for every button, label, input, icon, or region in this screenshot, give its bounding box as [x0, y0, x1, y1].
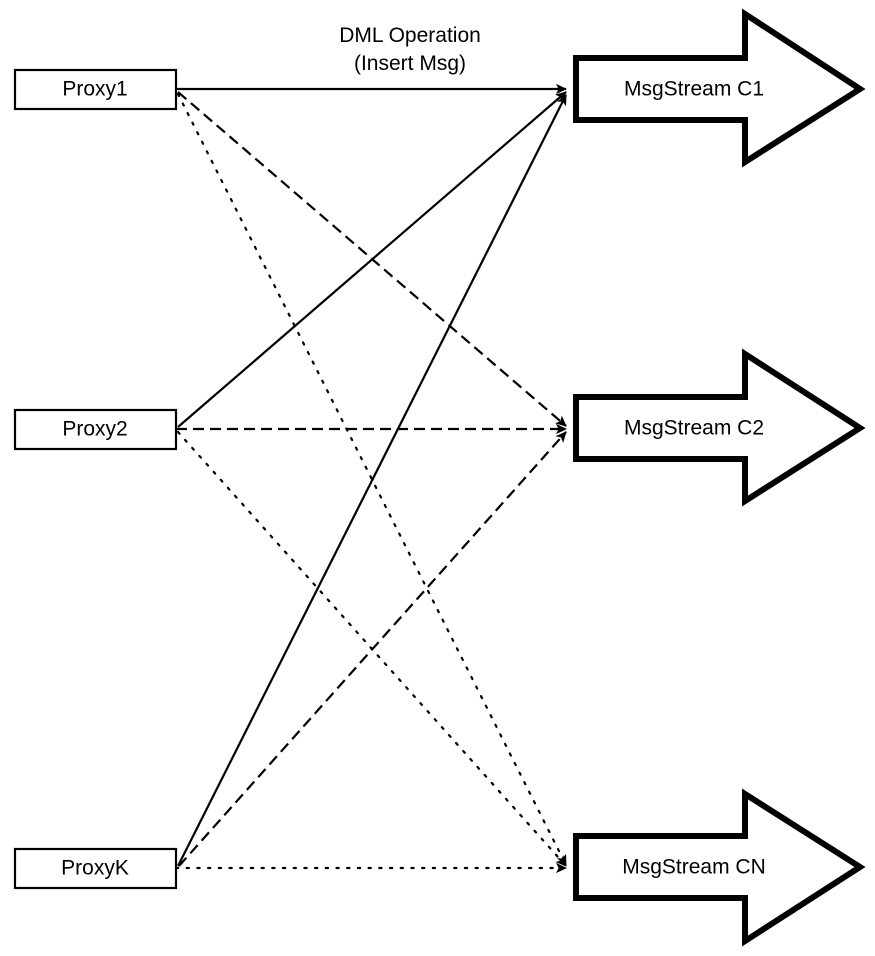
proxy1-label: Proxy1 [62, 78, 127, 101]
msgstream-cn-label: MsgStream CN [622, 856, 766, 879]
edge-proxyk-to-c2 [178, 431, 567, 867]
msgstream-cn-arrow-shape[interactable] [573, 788, 866, 947]
edges-layer [174, 83, 568, 874]
node-proxy1[interactable]: Proxy1 [13, 68, 178, 111]
stream-nodes-layer: MsgStream C1 MsgStream C2 MsgStream CN [573, 8, 866, 947]
proxy1-box[interactable] [13, 68, 178, 111]
proxy2-box[interactable] [13, 408, 178, 451]
dml-operation-annotation-line2: (Insert Msg) [354, 52, 466, 75]
msgstream-c1-label: MsgStream C1 [624, 78, 764, 101]
node-msgstream-c1[interactable]: MsgStream C1 [573, 8, 866, 168]
proxy2-label: Proxy2 [62, 418, 127, 441]
node-msgstream-c2[interactable]: MsgStream C2 [573, 348, 866, 507]
proxyk-box[interactable] [13, 847, 178, 890]
node-msgstream-cn[interactable]: MsgStream CN [573, 788, 866, 947]
proxyk-label: ProxyK [61, 857, 129, 880]
proxy-nodes-layer: Proxy1 Proxy2 ProxyK [13, 68, 178, 890]
edge-proxyk-to-c1 [177, 94, 567, 867]
node-proxyk[interactable]: ProxyK [13, 847, 178, 890]
node-proxy2[interactable]: Proxy2 [13, 408, 178, 451]
msgstream-c2-label: MsgStream C2 [624, 417, 764, 440]
annotations-layer: DML Operation (Insert Msg) [339, 24, 481, 75]
msgstream-c2-arrow-shape[interactable] [573, 348, 866, 507]
edge-proxy2-to-c1 [177, 91, 567, 428]
dml-operation-annotation-line1: DML Operation [339, 24, 481, 47]
msgstream-c1-arrow-shape[interactable] [573, 8, 866, 168]
edge-proxy1-to-cn [176, 92, 568, 867]
